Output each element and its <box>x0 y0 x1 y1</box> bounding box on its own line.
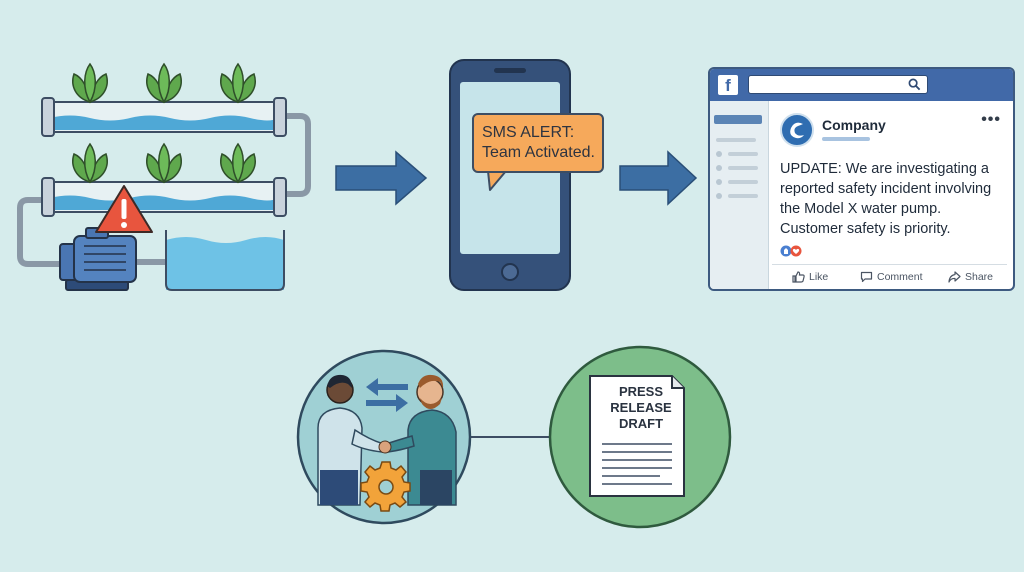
sms-alert-message: Team Activated. <box>482 144 595 161</box>
post-line: UPDATE: We are investigating a <box>780 161 989 177</box>
post-line: reported safety incident involving <box>780 181 992 197</box>
sidebar-item-active[interactable] <box>714 115 762 124</box>
feed-pipe <box>17 197 60 267</box>
press-release-circle <box>548 345 732 529</box>
post-text: UPDATE: We are investigating a reported … <box>780 159 1008 239</box>
person-left <box>317 374 385 506</box>
post-divider <box>772 264 1007 265</box>
water-pump <box>59 227 137 291</box>
person-right <box>385 374 457 506</box>
plant <box>146 142 182 184</box>
social-sidebar <box>710 101 769 289</box>
like-button[interactable]: Like <box>792 269 828 285</box>
search-icon[interactable] <box>908 78 921 91</box>
plant <box>146 62 182 104</box>
social-topbar: f <box>710 69 1013 101</box>
reactions-icon[interactable] <box>780 245 806 257</box>
more-options-icon[interactable]: ••• <box>981 111 1001 128</box>
exchange-arrows-icon <box>366 378 408 412</box>
arrow-right <box>335 150 428 206</box>
like-label: Like <box>809 271 829 283</box>
return-pipe <box>278 113 311 197</box>
hydroponic-system <box>17 62 311 291</box>
share-label: Share <box>965 271 994 283</box>
post-line: the Model X water pump. <box>780 201 942 217</box>
partnership-circle <box>296 349 472 525</box>
facebook-logo-icon[interactable]: f <box>718 75 738 95</box>
gear-icon <box>360 461 411 512</box>
press-line: DRAFT <box>618 416 664 431</box>
comment-label: Comment <box>877 271 923 283</box>
plant <box>72 142 108 184</box>
post-meta-bar <box>822 137 870 141</box>
document-icon <box>589 375 685 497</box>
water-reservoir <box>165 230 285 291</box>
smartphone <box>449 59 571 291</box>
post-line: Customer safety is priority. <box>780 221 951 237</box>
share-button[interactable]: Share <box>948 269 993 285</box>
sms-alert-bubble: SMS ALERT: Team Activated. <box>472 113 604 173</box>
plant <box>72 62 108 104</box>
company-logo-icon <box>790 122 804 139</box>
comment-icon <box>860 272 873 283</box>
social-media-window: f Company ••• UPDATE: We are investigati… <box>708 67 1015 291</box>
comment-button[interactable]: Comment <box>860 269 923 285</box>
grow-tube-upper <box>41 97 287 137</box>
sms-alert-title: SMS ALERT: <box>482 124 575 141</box>
press-line: PRESS <box>618 384 664 399</box>
grow-tube-lower <box>41 177 287 217</box>
thumbs-up-icon <box>792 271 805 283</box>
company-avatar[interactable] <box>780 113 814 147</box>
warning-icon <box>95 185 153 233</box>
plant <box>220 62 256 104</box>
press-release-title: PRESS RELEASE DRAFT <box>590 384 692 432</box>
press-line: RELEASE <box>610 400 672 415</box>
arrow-right <box>619 150 698 206</box>
search-input[interactable] <box>748 75 928 94</box>
company-name[interactable]: Company <box>822 117 886 133</box>
plant <box>220 142 256 184</box>
share-icon <box>948 271 961 283</box>
